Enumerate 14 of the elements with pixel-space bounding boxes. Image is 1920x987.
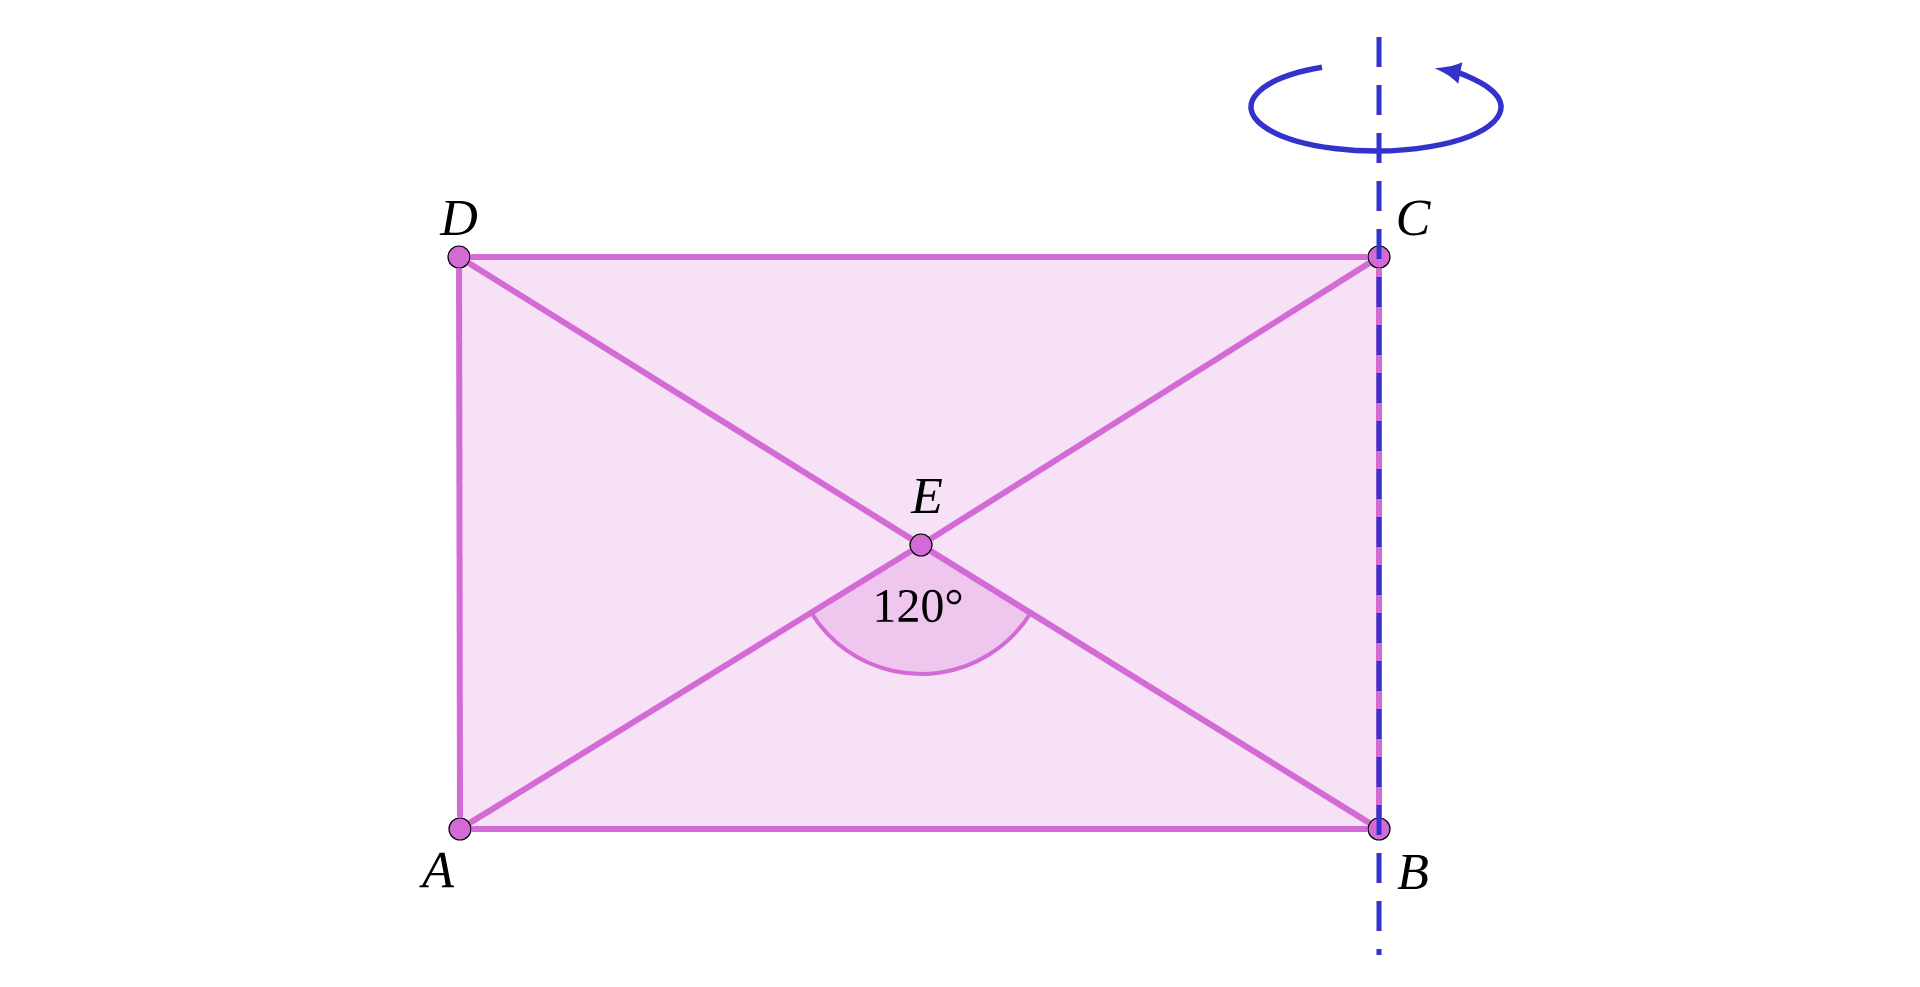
line-segment: [1376, 268, 1382, 818]
point-label: D: [439, 200, 477, 236]
point-label: C: [1398, 200, 1431, 236]
line-segment: [468, 548, 913, 826]
line-segment: [471, 826, 1368, 832]
point-label: B: [1397, 854, 1428, 890]
line-segment: [467, 260, 913, 542]
point-label: A: [419, 852, 455, 888]
angle-label: 120°: [876, 589, 962, 623]
point-label: E: [910, 478, 943, 513]
line-segment: [929, 548, 1371, 826]
line-segment: [456, 268, 463, 818]
line-segment: [470, 254, 1368, 260]
line-segment: [929, 260, 1371, 542]
